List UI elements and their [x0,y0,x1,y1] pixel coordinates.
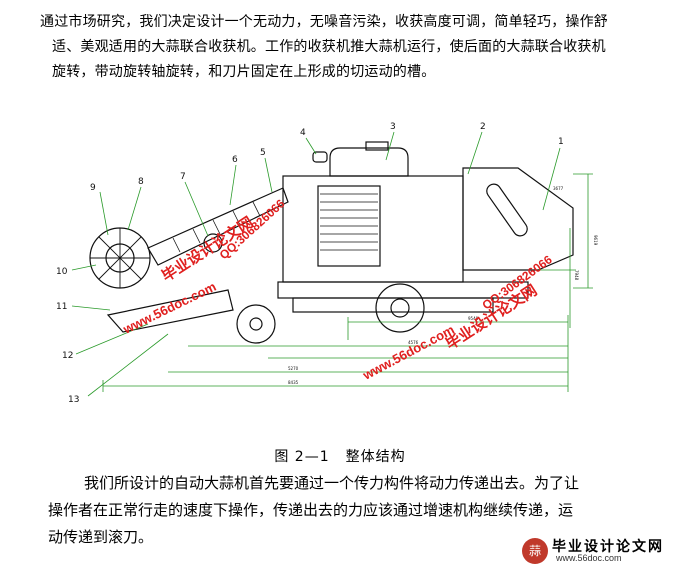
rear-slot [486,183,528,237]
grille-lines [320,193,378,251]
watermark-1: 毕业设计论文网 [158,213,256,285]
part-number-6: 6 [232,155,238,165]
part-number-group: 1 2 3 4 5 6 7 8 9 10 11 12 13 [56,122,564,405]
body-paragraph: 我们所设计的自动大蒜机首先要通过一个传力构件将动力传递出去。为了让 操作者在正常… [48,470,668,551]
body-line-1: 我们所设计的自动大蒜机首先要通过一个传力构件将动力传递出去。为了让 [84,474,580,492]
grille [317,185,381,267]
harvester-drawing [89,141,574,344]
digging-shovel [106,289,234,333]
watermark-3: www.56doc.com [120,279,219,337]
top-tank [329,147,409,177]
tank-cap [365,141,389,151]
part-number-7: 7 [180,172,186,182]
rear-wheel [375,283,425,333]
dim-label-1: 3677 [553,186,564,191]
dim-label-2: 9619 [593,235,598,246]
caption-title: 整体结构 [345,449,406,465]
part-number-12: 12 [62,351,73,361]
dimension-label-group: 3677 9619 7948 9548 4576 5270 8435 [288,186,598,385]
dim-label-3: 7948 [574,270,579,281]
fuel-cap [312,151,328,163]
body-line-3: 动传递到滚刀。 [48,528,154,546]
reel-spokes [90,228,150,288]
gear-wheel [203,233,223,253]
part-number-13: 13 [68,395,79,405]
body-line-2: 操作者在正常行走的速度下操作，传递出去的力应该通过增速机构继续传递，运 [48,501,574,519]
conveyor [147,187,289,266]
chassis-lower [292,297,494,313]
watermark-group: 毕业设计论文网 QQ:306826066 www.56doc.com QQ:30… [120,196,555,383]
harvester-figure: 3677 9619 7948 9548 4576 5270 8435 1 2 3… [56,122,598,405]
logo-url: www.56doc.com [556,553,622,563]
intro-line-3: 旋转，带动旋转轴旋转，和刀片固定在上形成的切运动的槽。 [52,64,436,80]
intro-line-2: 适、美观适用的大蒜联合收获机。工作的收获机推大蒜机运行，使后面的大蒜联合收获机 [52,39,606,55]
intro-line-1: 通过市场研究，我们决定设计一个无动力，无噪音污染，收获高度可调，简单轻巧，操作舒 [40,14,608,30]
conveyor-slats [172,201,261,253]
logo-title: 毕业设计论文网 [552,539,664,555]
middle-wheel-hub [249,317,263,331]
dim-label-7: 8435 [288,380,299,385]
logo-mark-icon: 蒜 [522,538,548,564]
rear-wheel-hub [390,298,410,318]
part-number-8: 8 [138,177,144,187]
dimension-lines [102,173,593,392]
dim-label-5: 4576 [408,340,419,345]
intro-paragraph: 通过市场研究，我们决定设计一个无动力，无噪音污染，收获高度可调，简单轻巧，操作舒… [40,10,660,85]
rear-hood [462,167,574,271]
part-number-4: 4 [300,128,306,138]
site-logo: 蒜 毕业设计论文网 www.56doc.com [522,536,672,566]
leader-lines [71,131,561,397]
part-number-10: 10 [56,267,68,277]
part-number-3: 3 [390,122,396,132]
part-number-11: 11 [56,302,67,312]
dim-label-6: 5270 [288,366,299,371]
figure-caption: 图 2—1 整体结构 [0,446,680,466]
part-number-2: 2 [480,122,486,132]
dim-label-4: 9548 [468,316,479,321]
part-number-5: 5 [260,148,266,158]
part-number-1: 1 [558,137,564,147]
middle-wheel [236,304,276,344]
caption-label: 图 2—1 [274,449,330,465]
part-number-9: 9 [90,183,96,193]
